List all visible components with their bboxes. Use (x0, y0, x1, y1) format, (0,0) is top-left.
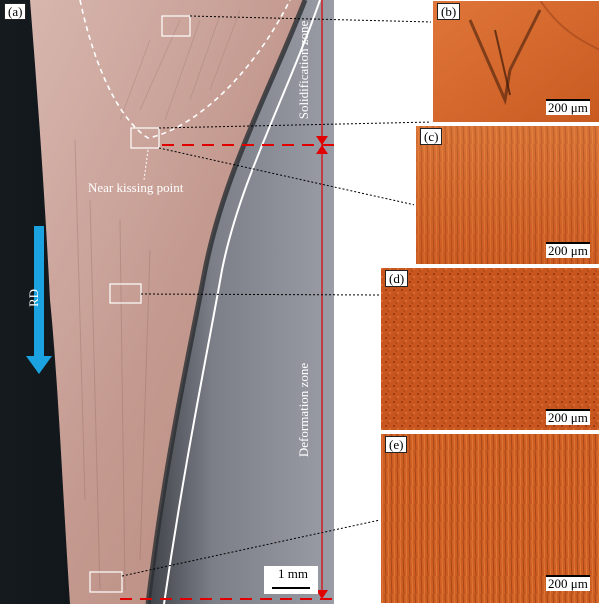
zone-markers (120, 0, 335, 600)
panel-b-label: (b) (437, 3, 461, 20)
near-kissing-point-label: Near kissing point (88, 180, 184, 195)
panel-c-scale: 200 μm (546, 242, 590, 258)
panel-d-scale: 200 μm (546, 409, 590, 425)
main-scale-bar (264, 566, 318, 594)
main-scale-label: 1 mm (278, 566, 308, 581)
leader-lines (121, 15, 433, 577)
panel-a-label: (a) (4, 3, 27, 20)
deformation-zone-label: Deformation zone (296, 362, 311, 458)
panel-e-scale: 200 μm (546, 575, 590, 591)
panel-a-image (0, 0, 334, 604)
rd-arrow-icon (26, 226, 52, 374)
panel-c-label: (c) (420, 128, 443, 145)
rd-label: RD (26, 288, 42, 308)
solidification-zone-label: Solidification zone (296, 20, 311, 120)
panel-d-label: (d) (385, 270, 409, 287)
panel-d-image (379, 266, 600, 432)
panel-e-label: (e) (385, 436, 408, 453)
panel-b-scale: 200 μm (546, 99, 590, 115)
panel-c-image (414, 124, 600, 266)
